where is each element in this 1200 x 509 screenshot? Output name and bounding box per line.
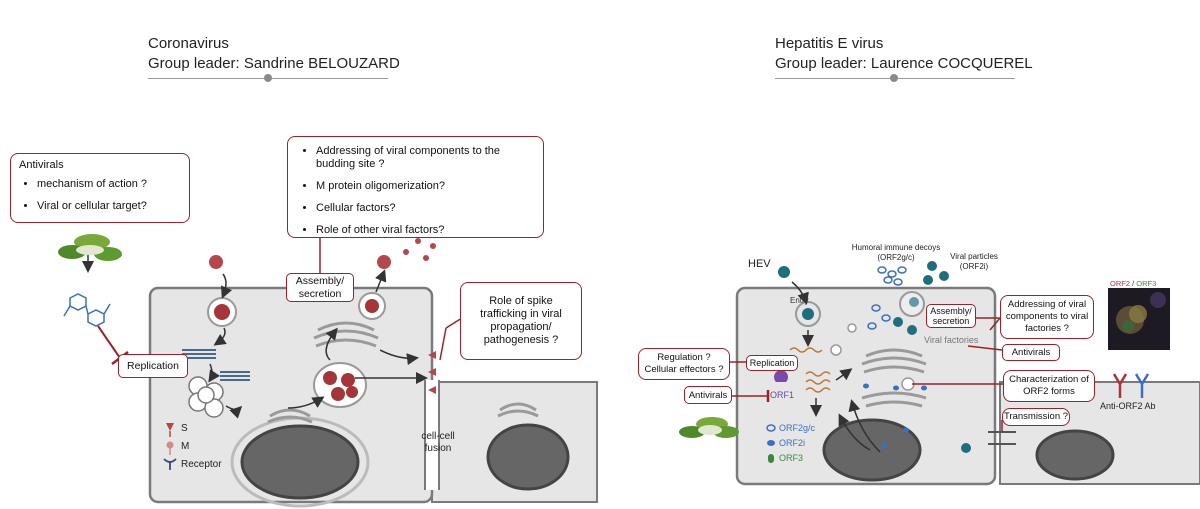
hev-antivirals-left-label: Antivirals — [684, 386, 732, 404]
decoys-label: Humoral immune decoys (ORF2g/c) — [851, 243, 941, 262]
orf1-label: ORF1 — [770, 390, 795, 400]
hev-nucleus — [822, 418, 922, 482]
characterization-box: Characterization of ORF2 forms — [1003, 370, 1095, 402]
orf2i-legend-icon — [767, 440, 775, 446]
coronavirus-arrows — [82, 244, 428, 419]
double-membrane-vesicles — [188, 376, 224, 418]
secreted-virion — [365, 299, 379, 313]
cell-cell-fusion-label: cell-cell fusion — [421, 431, 455, 454]
membrane-spikes — [428, 351, 436, 394]
legend-receptor-label: Receptor — [181, 459, 222, 470]
entry-label: Entry — [790, 296, 809, 305]
assembly-secretion-label: Assembly/ secretion — [286, 273, 354, 302]
hev-neighbour-nucleus — [1035, 429, 1115, 481]
antivirals-heading: Antivirals — [19, 159, 64, 171]
hev-title: Hepatitis E virus — [775, 35, 884, 52]
extracellular-virions — [209, 238, 436, 269]
hev-callout-lines — [730, 317, 1004, 432]
coronavirus-title: Coronavirus — [148, 35, 229, 52]
replication-label: Replication — [118, 354, 188, 378]
neighbour-nucleus — [486, 423, 570, 491]
micrograph-slash: / — [1130, 279, 1137, 288]
orf2i-markers — [863, 383, 927, 449]
golgi — [267, 321, 539, 424]
legend-m-label: M — [181, 441, 190, 452]
coronavirus-separator-dot — [264, 74, 272, 82]
hev-leader: Group leader: Laurence COCQUEREL — [775, 55, 1033, 72]
antivirals-item: mechanism of action ? — [37, 178, 181, 191]
legend-orf2gc-label: ORF2g/c — [779, 423, 816, 433]
hev-decoys — [867, 266, 907, 330]
hev-assembly-label: Assembly/ secretion — [926, 304, 976, 328]
hev-virions — [778, 261, 971, 453]
fusion-pore — [425, 380, 439, 490]
budding-virions — [323, 371, 358, 401]
hev-rna — [789, 347, 831, 393]
micrograph-orf3-label: ORF3 — [1136, 279, 1157, 288]
hev-header: Hepatitis E virus Group leader: Laurence… — [775, 34, 1033, 74]
coronavirus-header: Coronavirus Group leader: Sandrine BELOU… — [148, 34, 400, 74]
herb-icon — [58, 234, 122, 261]
viral-factories-label: Viral factories — [924, 335, 979, 345]
orf3-legend-icon — [768, 454, 774, 463]
hev-antivirals-label: Antivirals — [1002, 344, 1060, 361]
orf2gc-legend-icon — [766, 424, 776, 432]
antivirals-question-box: Antivirals mechanism of action ? Viral o… — [10, 153, 190, 223]
hev-virus-label: HEV — [748, 258, 771, 270]
hev-herb-icon — [679, 417, 739, 438]
spike-legend-icon — [166, 423, 174, 431]
legend-orf2i-label: ORF2i — [779, 438, 806, 448]
hev-golgi — [861, 348, 927, 408]
molecule-icon — [63, 293, 111, 327]
micrograph-orf2-label: ORF2 — [1110, 279, 1131, 288]
assembly-question: Addressing of viral components to the bu… — [316, 145, 533, 171]
hev-vesicles — [830, 323, 915, 391]
transmission-box: Transmission ? — [1002, 408, 1070, 426]
m-protein-legend-icon — [166, 441, 174, 449]
orf1-icon — [774, 370, 789, 382]
micrograph-caption: ORF2 / ORF3 — [1110, 279, 1156, 288]
assembly-question: Cellular factors? — [316, 202, 533, 215]
assembly-question: M protein oligomerization? — [316, 180, 533, 193]
spike-trafficking-box: Role of spike trafficking in viral propa… — [460, 282, 582, 360]
regulation-box: Regulation ? Cellular effectors ? — [638, 348, 730, 380]
nucleus — [240, 424, 360, 500]
antibody-label: Anti-ORF2 Ab — [1100, 401, 1156, 411]
viral-particles-label: Viral particles (ORF2i) — [950, 252, 998, 271]
hev-separator-dot — [890, 74, 898, 82]
assembly-question: Role of other viral factors? — [316, 224, 533, 237]
endosomal-virion — [214, 304, 230, 320]
coronavirus-leader: Group leader: Sandrine BELOUZARD — [148, 55, 400, 72]
assembly-questions-box: Addressing of viral components to the bu… — [287, 136, 544, 238]
legend-s-label: S — [181, 423, 188, 434]
hev-replication-label: Replication — [746, 355, 798, 371]
antivirals-item: Viral or cellular target? — [37, 200, 181, 213]
legend-orf3-label: ORF3 — [779, 453, 804, 463]
hev-arrows — [791, 281, 881, 453]
addressing-box: Addressing of viral components to viral … — [1000, 295, 1094, 339]
antibody-icons — [1112, 373, 1150, 398]
receptor-legend-icon — [163, 458, 177, 470]
inhibition-line — [97, 325, 121, 359]
